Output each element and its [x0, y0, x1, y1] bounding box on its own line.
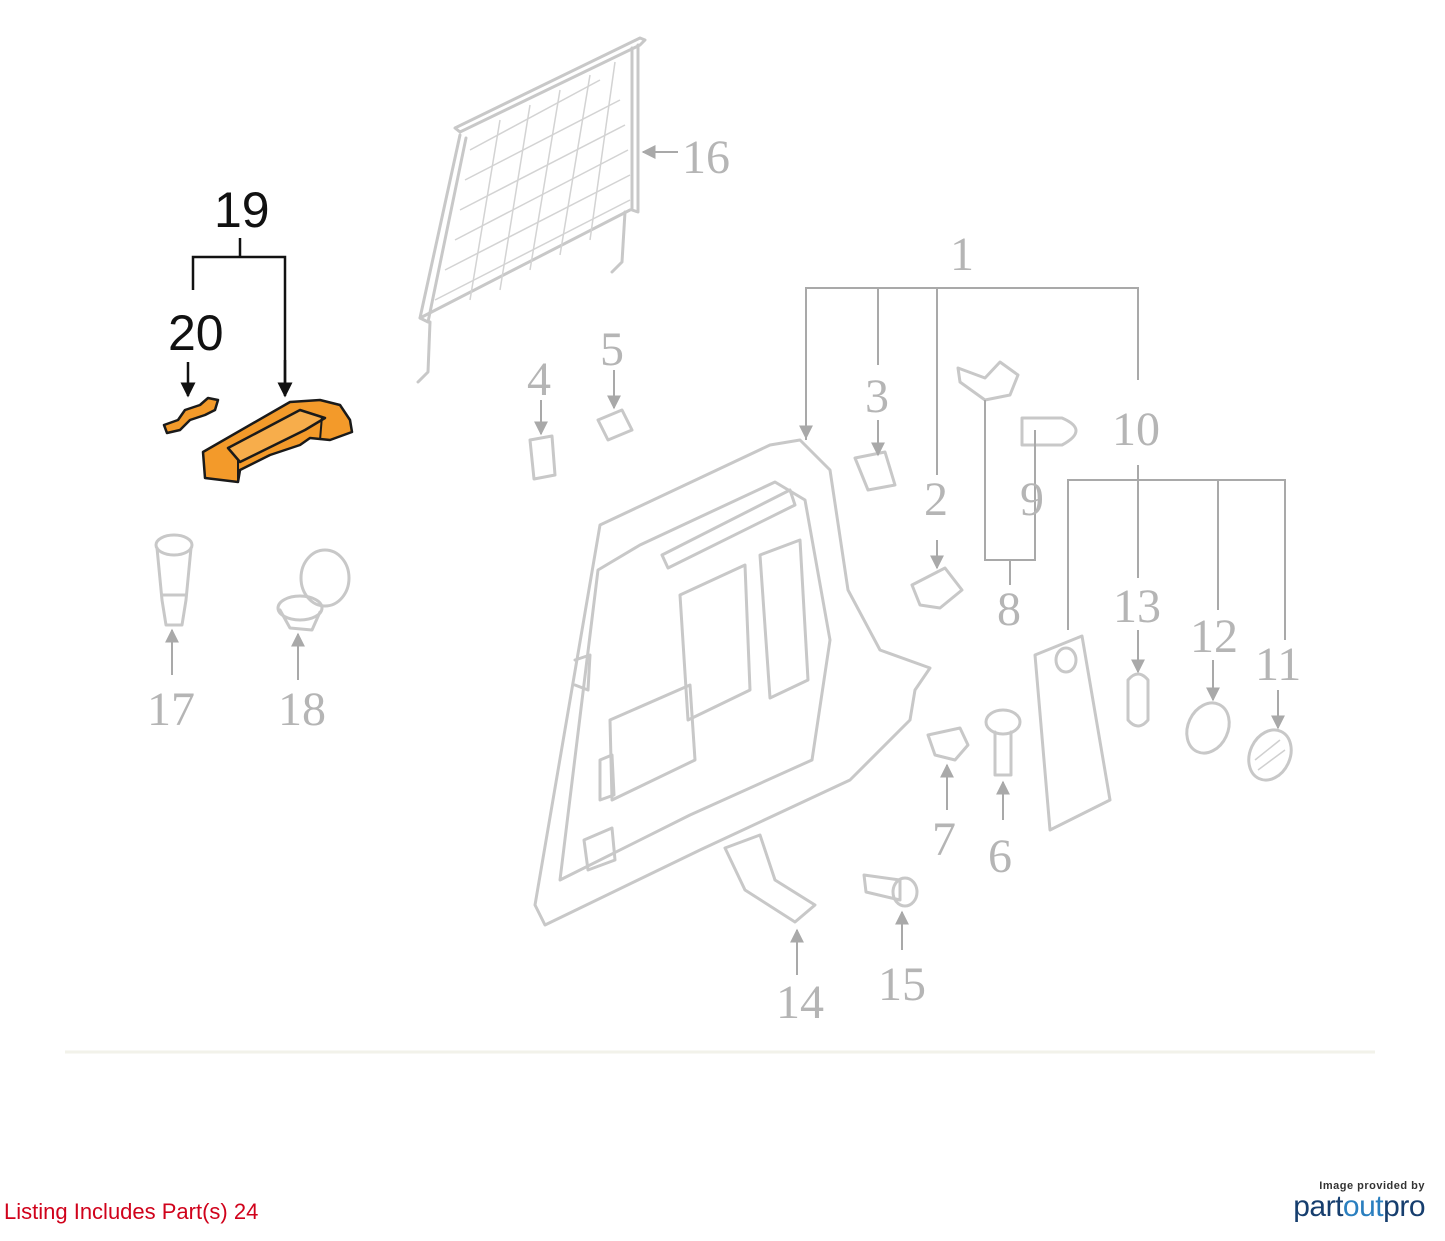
brand-logo: Image provided by partoutpro: [1293, 1180, 1425, 1224]
listing-note: Listing Includes Part(s) 24: [4, 1199, 259, 1224]
clip-2-part: [910, 566, 964, 610]
callout-4: 4: [527, 353, 551, 406]
callout-11: 11: [1255, 638, 1301, 691]
brand-wordmark: partoutpro: [1293, 1190, 1425, 1224]
plug-13-part: [1126, 672, 1150, 728]
brand-part2: out: [1342, 1190, 1384, 1223]
fastener-9-part: [1020, 416, 1078, 447]
callout-2: 2: [924, 473, 948, 526]
callout-17: 17: [147, 683, 195, 736]
fastener-8-part: [956, 360, 1020, 402]
callout-20: 20: [168, 305, 224, 361]
pin-20-highlighted-part: [162, 396, 220, 435]
grommet-17-part: [154, 533, 194, 627]
callout-7: 7: [932, 813, 956, 866]
cap-18-part: [276, 548, 351, 632]
callout-10: 10: [1112, 403, 1160, 456]
cap-12-part: [1185, 701, 1231, 755]
bracket-14-part: [723, 833, 817, 924]
callout-6: 6: [988, 830, 1012, 883]
callout-18: 18: [278, 683, 326, 736]
brand-part1: part: [1293, 1190, 1343, 1223]
clip-5-part: [596, 408, 634, 442]
callout-9: 9: [1020, 473, 1044, 526]
cap-11-part: [1247, 728, 1293, 782]
clip-4-part: [528, 434, 557, 481]
clip-3-part: [853, 450, 897, 492]
callout-15: 15: [878, 958, 926, 1011]
callout-1: 1: [950, 228, 974, 281]
bolt-6-part: [984, 708, 1022, 777]
quarter-trim-panel-part: [533, 438, 932, 927]
callout-5: 5: [600, 323, 624, 376]
callout-3: 3: [865, 370, 889, 423]
callout-16: 16: [682, 131, 730, 184]
panel-10-part: [1033, 634, 1112, 832]
screw-15-part: [862, 873, 919, 908]
handle-19-highlighted-part: [201, 398, 354, 484]
brand-caption: Image provided by: [1319, 1180, 1425, 1192]
clip-7-part: [926, 726, 970, 762]
callout-8: 8: [997, 583, 1021, 636]
callout-12: 12: [1190, 610, 1238, 663]
callout-14: 14: [776, 976, 824, 1029]
cargo-net-part: [416, 36, 647, 384]
callout-13: 13: [1113, 580, 1161, 633]
callout-19: 19: [214, 182, 270, 238]
brand-part3: pro: [1383, 1190, 1425, 1223]
